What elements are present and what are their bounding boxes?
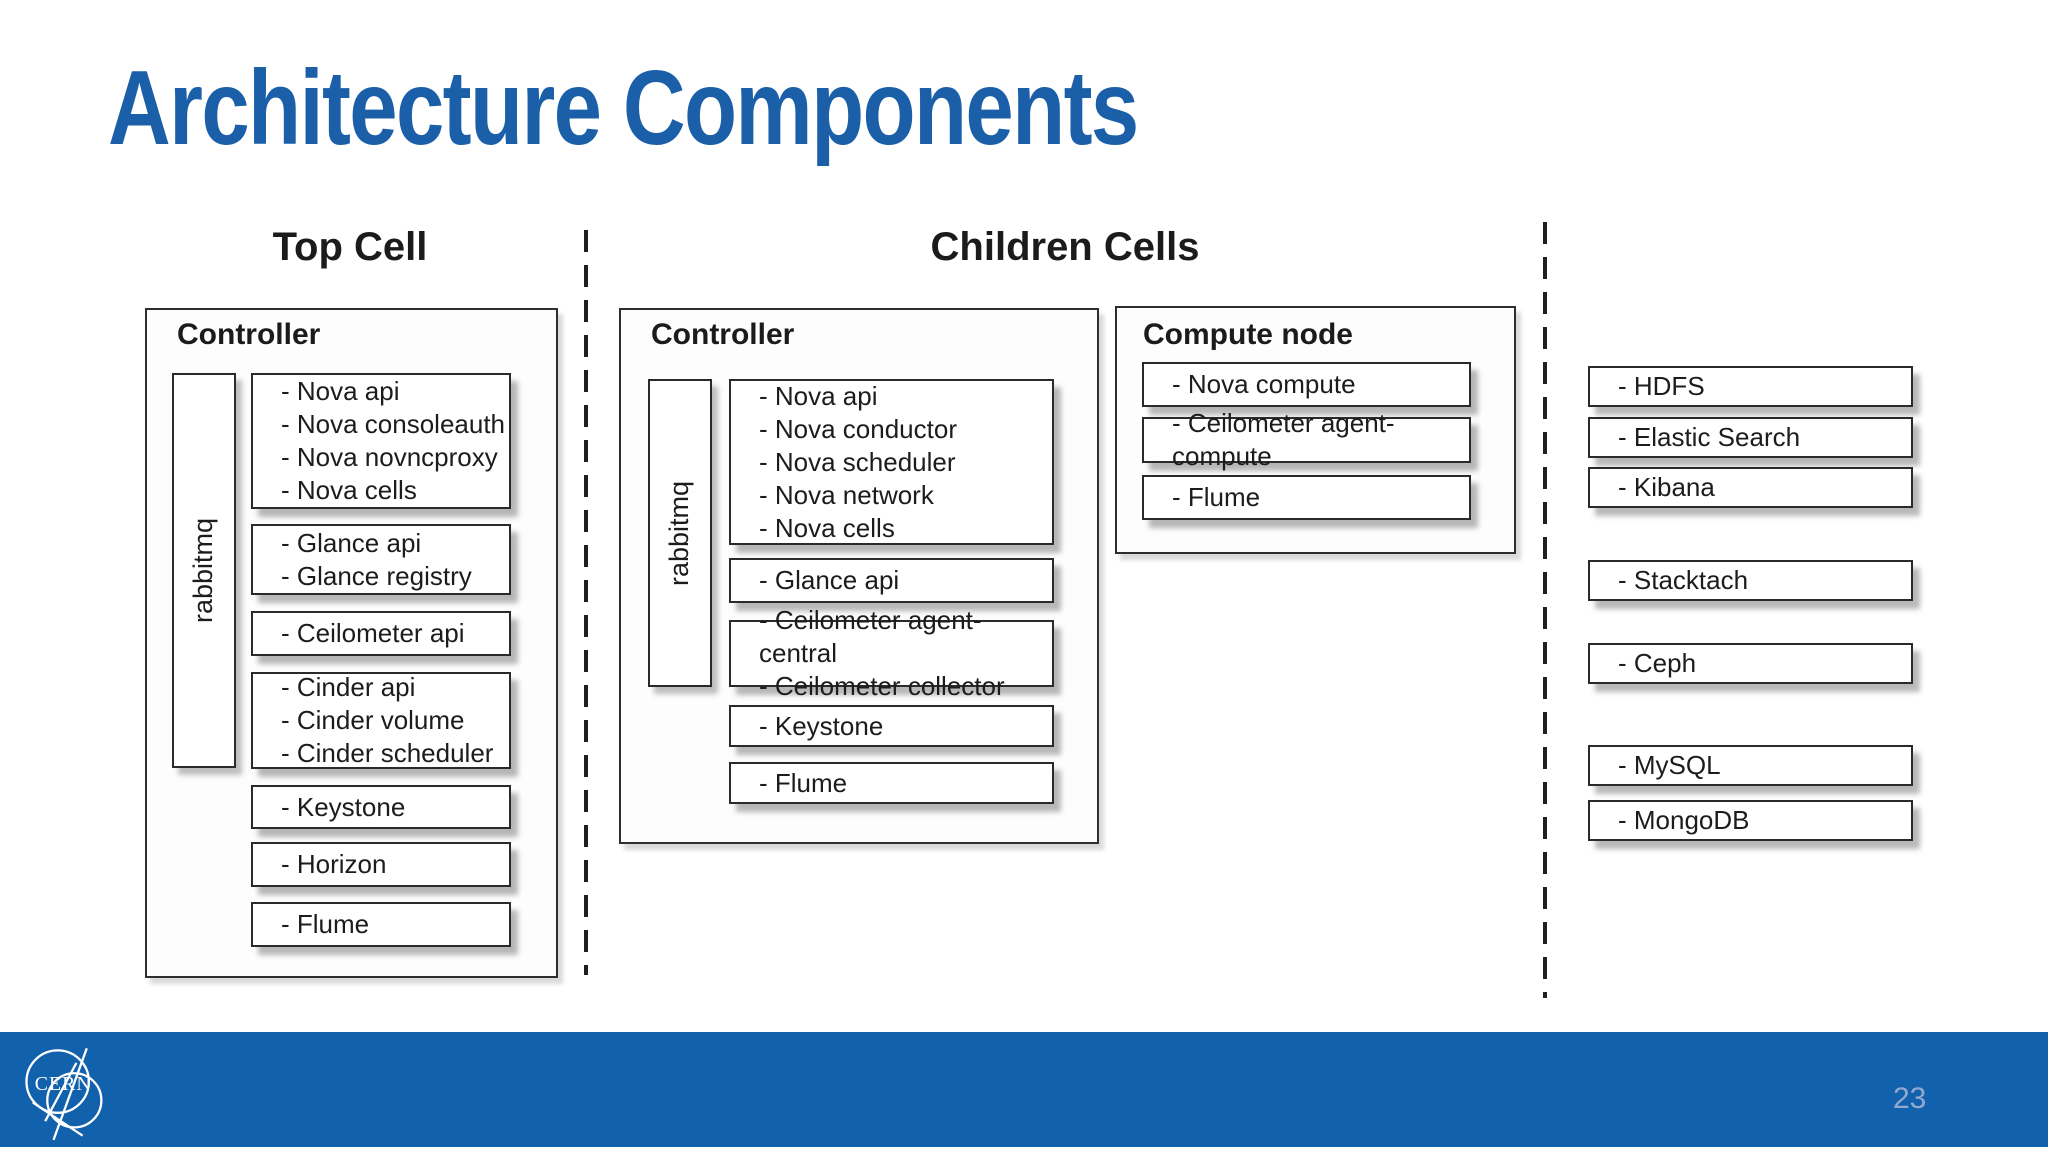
divider-dashed-right: [1543, 222, 1547, 998]
compute-node-label: Compute node: [1143, 318, 1353, 351]
page-title: Architecture Components: [108, 49, 1139, 167]
children-controller-label: Controller: [651, 318, 795, 351]
divider-dashed-left: [584, 230, 588, 975]
service-box-mysql: - MySQL: [1588, 745, 1913, 786]
service-box-ceilometer: - Ceilometer agent-central- Ceilometer c…: [729, 605, 1054, 701]
children-cells-heading: Children Cells: [930, 225, 1200, 269]
service-box-glance-api: - Glance api: [729, 558, 1054, 603]
service-box-elastic-search: - Elastic Search: [1588, 417, 1913, 458]
service-box-flume: - Flume: [251, 902, 511, 947]
cern-logo: CERN: [25, 1047, 103, 1141]
top-cell-controller-label: Controller: [177, 318, 321, 351]
service-box-kibana: - Kibana: [1588, 467, 1913, 508]
children-rabbitmq-box: rabbitmq: [648, 379, 712, 687]
service-box-hdfs: - HDFS: [1588, 366, 1913, 407]
service-box-mongodb: - MongoDB: [1588, 800, 1913, 841]
service-box-glance: - Glance api- Glance registry: [251, 524, 511, 595]
service-box-flume: - Flume: [729, 762, 1054, 804]
service-box-stacktach: - Stacktach: [1588, 560, 1913, 601]
rabbitmq-label: rabbitmq: [664, 480, 695, 586]
service-box-ceph: - Ceph: [1588, 643, 1913, 684]
service-box-nova-compute: - Nova compute: [1142, 362, 1471, 407]
service-box-ceilometer-api: - Ceilometer api: [251, 611, 511, 656]
footer-bar: [0, 1032, 2048, 1147]
service-box-keystone: - Keystone: [251, 785, 511, 829]
service-box-flume: - Flume: [1142, 475, 1471, 520]
top-cell-rabbitmq-box: rabbitmq: [172, 373, 236, 768]
service-box-ceilometer-agent-compute: - Ceilometer agent-compute: [1142, 408, 1471, 471]
service-box-keystone: - Keystone: [729, 705, 1054, 747]
service-box-cinder: - Cinder api- Cinder volume- Cinder sche…: [251, 672, 511, 769]
page-number: 23: [1893, 1082, 1927, 1115]
rabbitmq-label: rabbitmq: [188, 517, 219, 624]
service-box-horizon: - Horizon: [251, 842, 511, 887]
cern-logo-text: CERN: [35, 1073, 92, 1095]
service-box-nova: - Nova api- Nova consoleauth- Nova novnc…: [251, 373, 511, 509]
service-box-nova: - Nova api- Nova conductor- Nova schedul…: [729, 379, 1054, 545]
top-cell-heading: Top Cell: [272, 225, 428, 269]
